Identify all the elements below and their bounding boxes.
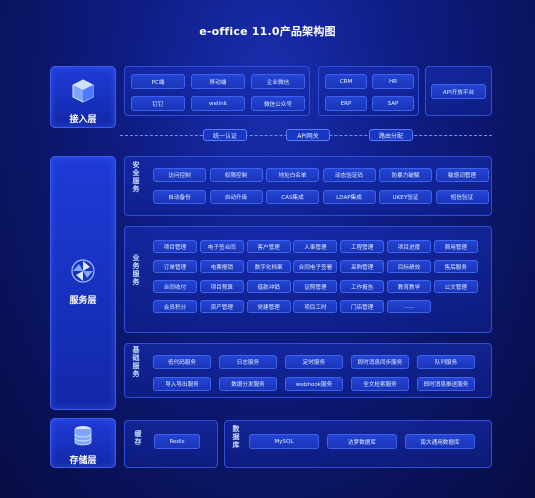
business-chip: 合同电子签署: [293, 260, 338, 273]
basic-chip: 定时服务: [285, 355, 343, 369]
security-chip: 权限控制: [209, 168, 263, 182]
layer-label-service: 服务层: [69, 296, 97, 306]
business-chip: ……: [387, 300, 431, 313]
business-chip: 工程管理: [340, 240, 385, 253]
business-chip: 客户管理: [246, 240, 291, 253]
database-chip: 达梦数据库: [327, 434, 397, 449]
access1-chip: PC端: [131, 74, 185, 89]
access1-chip: 微信公众号: [251, 96, 305, 111]
access1-chip: welink: [191, 96, 245, 111]
gateway-api: API网关: [286, 129, 330, 141]
business-chip: 订单管理: [153, 260, 197, 273]
access1-chip: 企业微信: [251, 74, 305, 89]
security-section-label: 安全服务: [132, 161, 140, 193]
business-chip: 会员积分: [153, 300, 197, 313]
cache-chip: Redis: [154, 434, 200, 449]
basic-chip: 全文检索服务: [351, 377, 409, 391]
security-chip: 地址白名单: [266, 168, 319, 182]
security-chip: 敏感词管理: [435, 168, 489, 182]
business-chip: 人事管理: [293, 240, 338, 253]
service-layer-tile: 服务层: [50, 156, 116, 410]
access1-chip: 钉钉: [131, 96, 185, 111]
access1-chip: 移动端: [191, 74, 245, 89]
business-chip: 公文管理: [433, 280, 478, 293]
basic-chip: 数据分发服务: [219, 377, 277, 391]
gateway-unified-auth: 统一认证: [203, 129, 247, 141]
basic-chip: 低代码服务: [153, 355, 211, 369]
business-chip: 证照管理: [293, 280, 338, 293]
storage-layer-tile: 存储层: [50, 418, 116, 468]
business-chip: 电票报销: [199, 260, 244, 273]
business-chip: 党建管理: [246, 300, 291, 313]
database-section-label: 数据库: [232, 425, 240, 449]
business-chip: 门店管理: [340, 300, 385, 313]
business-chip: 项目预算: [199, 280, 244, 293]
gateway-routing: 路由分配: [369, 129, 413, 141]
business-chip: 项目工时: [293, 300, 338, 313]
basic-chip: 即时消息同步服务: [351, 355, 409, 369]
business-chip: 合同收付: [153, 280, 197, 293]
basic-chip: 导入导出服务: [153, 377, 211, 391]
business-chip: 资产管理: [199, 300, 244, 313]
basic-chip: 队列服务: [417, 355, 475, 369]
business-section-label: 业务服务: [132, 254, 140, 286]
business-chip: 工作报告: [340, 280, 385, 293]
diagram-title: e-office 11.0产品架构图: [199, 25, 336, 38]
database-chip: 南大通用数据库: [405, 434, 475, 449]
business-chip: 电子签合同: [199, 240, 244, 253]
business-chip: 售后服务: [433, 260, 478, 273]
cube-icon: [72, 79, 94, 103]
security-chip: 自动升级: [209, 190, 263, 204]
security-chip: CAS集成: [266, 190, 319, 204]
basic-chip: webhook服务: [285, 377, 343, 391]
security-chip: 短信验证: [435, 190, 489, 204]
service-hub-icon: [71, 259, 95, 283]
database-icon: [74, 426, 92, 446]
business-chip: 费用管理: [433, 240, 478, 253]
business-chip: 项目管理: [153, 240, 197, 253]
basic-chip: 日志服务: [219, 355, 277, 369]
business-chip: 借款冲销: [246, 280, 291, 293]
business-chip: 项目进度: [387, 240, 431, 253]
business-chip: 采购管理: [340, 260, 385, 273]
cache-section-label: 缓存: [134, 430, 142, 446]
security-chip: 动态验证码: [322, 168, 376, 182]
security-chip: 防暴力破解: [379, 168, 432, 182]
access3-chip: API开放平台: [431, 84, 486, 99]
access2-chip: ERP: [325, 96, 367, 111]
basic-section-label: 基础服务: [132, 346, 140, 378]
security-chip: UKEY验证: [379, 190, 432, 204]
business-chip: 目标绩效: [387, 260, 431, 273]
access2-chip: HR: [372, 74, 414, 89]
database-chip: MySQL: [249, 434, 319, 449]
access2-chip: CRM: [325, 74, 367, 89]
security-chip: 访问控制: [153, 168, 206, 182]
basic-chip: 即时消息推送服务: [417, 377, 475, 391]
layer-label-storage: 存储层: [69, 456, 97, 466]
security-chip: 自动备份: [153, 190, 206, 204]
layer-label-access: 接入层: [69, 115, 97, 125]
access2-chip: SAP: [372, 96, 414, 111]
security-chip: LDAP集成: [322, 190, 376, 204]
access-layer-tile: 接入层: [50, 66, 116, 128]
business-chip: 教育教学: [387, 280, 431, 293]
business-chip: 数字化档案: [246, 260, 291, 273]
security-panel: [124, 156, 492, 216]
